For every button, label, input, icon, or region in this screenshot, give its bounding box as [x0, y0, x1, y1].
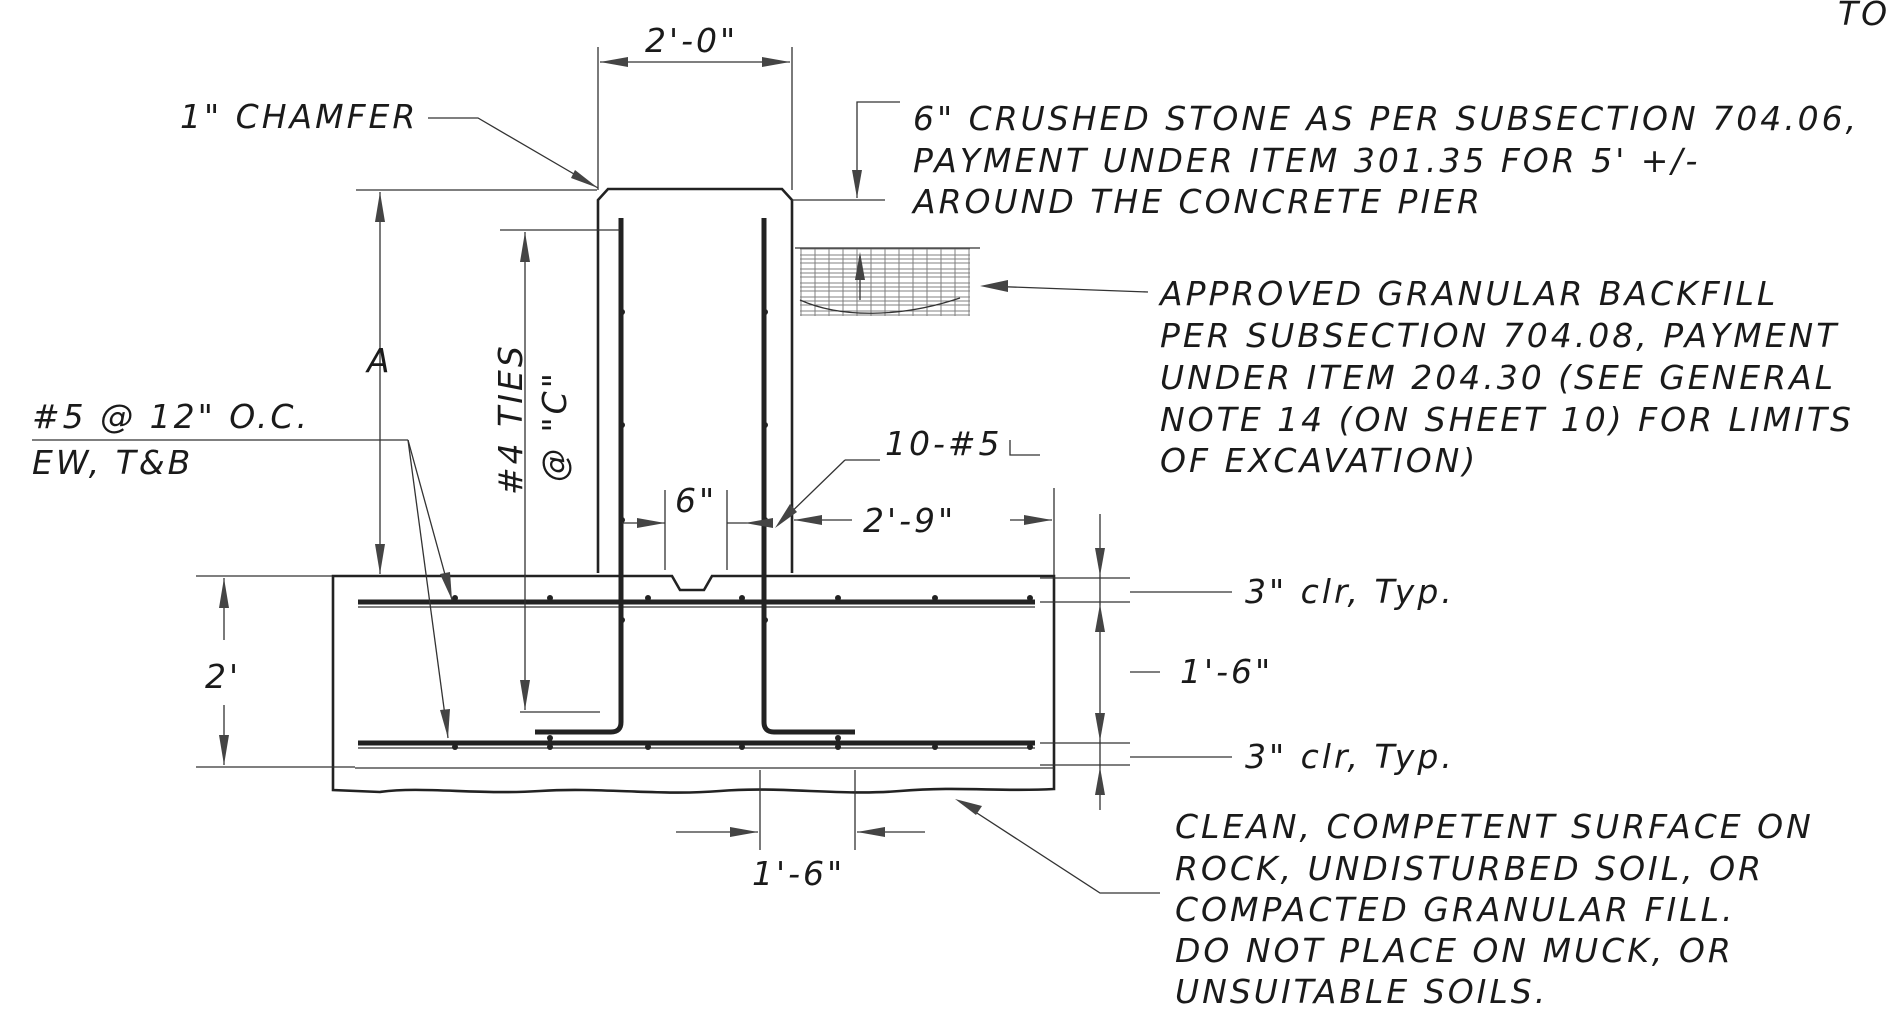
chamfer-label: 1" CHAMFER: [180, 97, 418, 136]
surface-note-3: COMPACTED GRANULAR FILL.: [1175, 890, 1736, 929]
dim-pier-height: A: [365, 341, 393, 380]
crushed-stone-note-1: 6" CRUSHED STONE AS PER SUBSECTION 704.0…: [913, 99, 1859, 138]
surface-note-4: DO NOT PLACE ON MUCK, OR: [1175, 931, 1734, 970]
dim-top-cover: 3" clr, Typ.: [1245, 572, 1455, 611]
ties-label-2: @ "C": [535, 370, 574, 482]
vertical-bars-label: 10-#5: [885, 424, 1003, 463]
dim-bar-spacing: 6": [675, 481, 717, 520]
mat-label-1: #5 @ 12" O.C.: [32, 397, 310, 436]
dim-overhang: 2'-9": [863, 501, 956, 540]
ties-label-1: #4 TIES: [491, 343, 530, 495]
dim-mat-spacing: 1'-6": [1180, 652, 1273, 691]
mat-label-2: EW, T&B: [32, 443, 193, 482]
top-right-label: TO: [1838, 0, 1889, 33]
pier-outline: [596, 187, 794, 573]
backfill-note-2: PER SUBSECTION 704.08, PAYMENT: [1160, 316, 1839, 355]
rebar-dots: [452, 309, 1033, 750]
right-vertical-bar: [761, 218, 855, 735]
backfill-note-1: APPROVED GRANULAR BACKFILL: [1158, 274, 1778, 313]
surface-note-5: UNSUITABLE SOILS.: [1175, 972, 1548, 1011]
left-vertical-bar: [535, 218, 624, 735]
footing-outline: [331, 574, 1056, 794]
dim-footing-depth: 2': [205, 657, 241, 696]
backfill-note-5: OF EXCAVATION): [1160, 441, 1478, 480]
crushed-stone-note-2: PAYMENT UNDER ITEM 301.35 FOR 5' +/-: [913, 141, 1700, 180]
crushed-stone-note-3: AROUND THE CONCRETE PIER: [911, 182, 1483, 221]
surface-note-1: CLEAN, COMPETENT SURFACE ON: [1175, 807, 1814, 846]
dim-bottom: 1'-6": [752, 854, 845, 893]
surface-note-2: ROCK, UNDISTURBED SOIL, OR: [1175, 849, 1764, 888]
dim-bottom-cover: 3" clr, Typ.: [1245, 737, 1455, 776]
backfill-edge: [795, 247, 980, 314]
backfill-note-3: UNDER ITEM 204.30 (SEE GENERAL: [1160, 358, 1836, 397]
backfill-hatch: [800, 248, 970, 316]
dim-pier-width: 2'-0": [645, 21, 738, 60]
backfill-note-4: NOTE 14 (ON SHEET 10) FOR LIMITS: [1160, 400, 1854, 439]
